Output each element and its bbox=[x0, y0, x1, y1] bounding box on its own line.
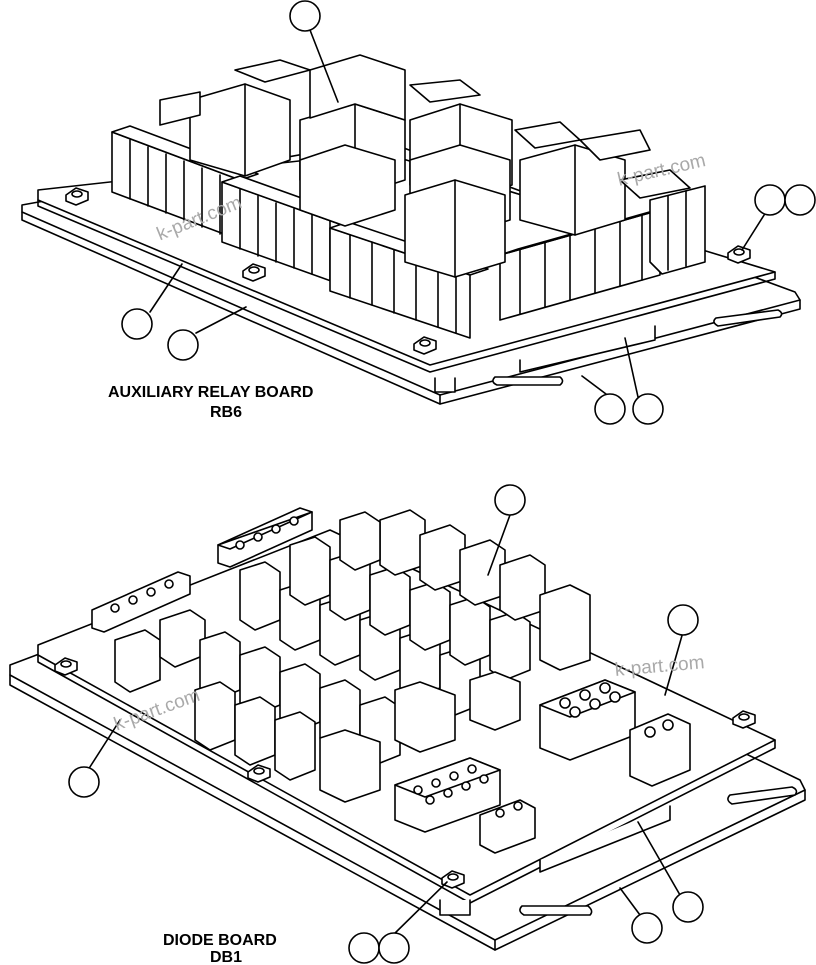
relay-fin-block-5 bbox=[649, 185, 706, 275]
relay-callout-balloons bbox=[121, 0, 816, 425]
relay-board-code: RB6 bbox=[210, 404, 243, 421]
diode-board-title: DIODE BOARD bbox=[163, 932, 277, 949]
diode-board-code: DB1 bbox=[210, 949, 243, 965]
relay-board-title: AUXILIARY RELAY BOARD bbox=[108, 384, 314, 401]
diode-callout-leaders bbox=[87, 514, 684, 939]
diode-modules bbox=[114, 509, 591, 803]
diode-plug-blocks bbox=[394, 679, 691, 854]
diode-callout-balloons bbox=[68, 484, 704, 964]
diode-board-nuts bbox=[54, 657, 756, 889]
relay-cubes bbox=[159, 54, 691, 278]
relay-callout-leaders bbox=[149, 29, 767, 398]
relay-board-nuts bbox=[65, 187, 751, 355]
diode-terminal-strips bbox=[91, 507, 313, 633]
